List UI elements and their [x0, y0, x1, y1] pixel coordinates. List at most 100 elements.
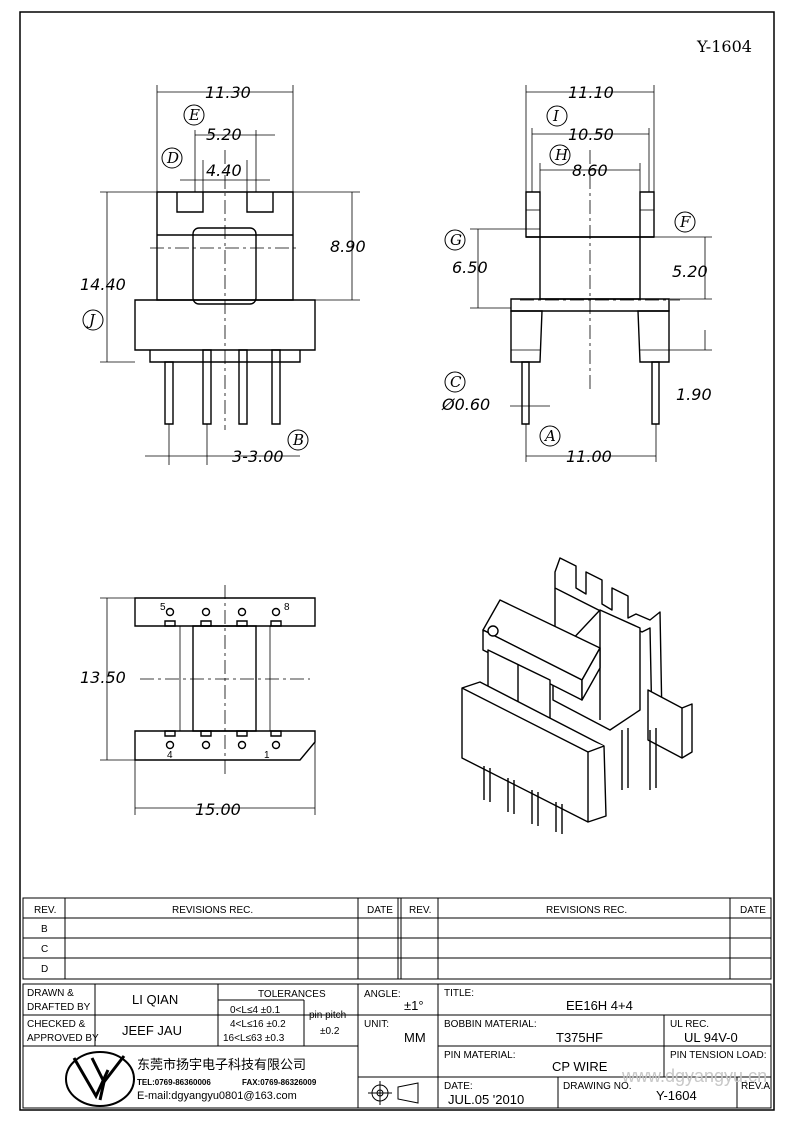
rev-label: REV.A — [741, 1081, 770, 1092]
drawn-by: LI QIAN — [132, 992, 178, 1007]
dim-top: 11.10 — [568, 83, 614, 102]
label-b-circle — [288, 430, 308, 450]
dim-e: 5.20 — [206, 125, 242, 144]
company-info: 东莞市扬宇电子科技有限公司 TEL:0769-86360006 FAX:0769… — [137, 1057, 317, 1102]
title-block — [23, 984, 771, 1108]
pin-label-5: 5 — [160, 602, 166, 613]
checked-label-line1: CHECKED & — [27, 1019, 86, 1030]
dim-d: 4.40 — [206, 161, 242, 180]
side-view — [470, 85, 712, 462]
dim-pitch: 3-3.00 — [232, 447, 284, 466]
pin-pitch-label: pin pitch — [309, 1010, 346, 1021]
label-h-circle — [550, 145, 570, 165]
pin-pitch-tol: ±0.2 — [320, 1026, 340, 1037]
label-e: E — [188, 106, 200, 124]
dim-h: 8.60 — [572, 161, 608, 180]
unit-value: MM — [404, 1030, 426, 1045]
dim-width: 11.30 — [205, 83, 251, 102]
front-view — [100, 85, 360, 465]
rev-row-b: B — [41, 924, 48, 935]
sheet-border — [20, 12, 774, 1110]
pin-material-label: PIN MATERIAL: — [444, 1050, 516, 1061]
label-c-circle — [445, 372, 465, 392]
drawing-no-label: DRAWING NO. — [563, 1081, 632, 1092]
side-view-annotations: 11.10 10.50 8.60 6.50 5.20 1.90 Ø0.60 11… — [441, 83, 712, 466]
company-tel: TEL:0769-86360006 — [137, 1078, 211, 1087]
checked-label-line2: APPROVED BY — [27, 1033, 99, 1044]
company-email: E-mail:dgyangyu0801@163.com — [137, 1090, 297, 1102]
dim-g: 6.50 — [452, 258, 488, 277]
label-f-circle — [675, 212, 695, 232]
dim-bottom-height: 13.50 — [80, 668, 126, 687]
bottom-view-annotations: 13.50 15.00 5 8 4 1 — [80, 602, 290, 819]
rev-row-d: D — [41, 964, 48, 975]
front-pin — [165, 362, 173, 424]
front-core-opening — [193, 228, 256, 304]
title-value: EE16H 4+4 — [566, 998, 633, 1013]
dim-i: 10.50 — [568, 125, 614, 144]
date-header-2: DATE — [740, 905, 766, 916]
pin-tension-label: PIN TENSION LOAD: — [670, 1050, 767, 1061]
label-b: B — [292, 431, 304, 449]
dim-bottom-width: 15.00 — [195, 800, 241, 819]
drawn-label-line1: DRAWN & — [27, 988, 74, 999]
label-c: C — [450, 373, 462, 391]
company-name: 东莞市扬宇电子科技有限公司 — [137, 1057, 306, 1072]
front-pin — [272, 350, 280, 424]
label-g-circle — [445, 230, 465, 250]
front-notch-right — [247, 192, 273, 212]
tol-row-2: 4<L≤16 ±0.2 — [230, 1019, 286, 1030]
angle-value: ±1° — [404, 998, 424, 1013]
dim-total-height: 14.40 — [80, 275, 126, 294]
label-j: J — [86, 311, 96, 329]
dim-bottom: 11.00 — [566, 447, 612, 466]
ul-rec-label: UL REC. — [670, 1019, 709, 1030]
date-label: DATE: — [444, 1081, 473, 1092]
rev-header-2: REV. — [409, 905, 431, 916]
bobbin-value: T375HF — [556, 1030, 603, 1045]
label-a-circle — [540, 426, 560, 446]
watermark: www.dgyangyu.cn — [621, 1066, 767, 1086]
date-header: DATE — [367, 905, 393, 916]
title-label: TITLE: — [444, 988, 474, 999]
label-i-circle — [547, 106, 567, 126]
label-g: G — [450, 231, 462, 249]
front-pin — [203, 350, 211, 424]
revisions-text: REV. REVISIONS REC. DATE REV. REVISIONS … — [34, 905, 766, 975]
tolerances-label: TOLERANCES — [258, 989, 326, 1000]
tol-row-1: 0<L≤4 ±0.1 — [230, 1005, 281, 1016]
date-value: JUL.05 '2010 — [448, 1092, 524, 1107]
drawn-label-line2: DRAFTED BY — [27, 1002, 91, 1013]
tol-row-3: 16<L≤63 ±0.3 — [223, 1033, 285, 1044]
dim-f: 5.20 — [672, 262, 708, 281]
front-notch-left — [177, 192, 203, 212]
front-view-annotations: 11.30 5.20 4.40 8.90 14.40 3-3.00 E D J … — [80, 83, 366, 466]
angle-label: ANGLE: — [364, 989, 401, 1000]
company-logo — [65, 1051, 135, 1107]
pin-material-value: CP WIRE — [552, 1059, 608, 1074]
dim-pin-length: 1.90 — [676, 385, 712, 404]
label-d: D — [166, 149, 179, 167]
drawing-code: Y-1604 — [696, 37, 752, 56]
unit-label: UNIT: — [364, 1019, 389, 1030]
label-f: F — [679, 213, 691, 231]
ul-rec-value: UL 94V-0 — [684, 1030, 738, 1045]
label-h: H — [554, 146, 569, 164]
label-i: I — [552, 107, 560, 125]
label-a: A — [543, 427, 556, 445]
bottom-view — [100, 585, 315, 815]
rev-header: REV. — [34, 905, 56, 916]
rev-row-c: C — [41, 944, 48, 955]
label-d-circle — [162, 148, 182, 168]
dim-upper-height: 8.90 — [330, 237, 366, 256]
isometric-view — [462, 558, 692, 834]
title-block-text: DRAWN & DRAFTED BY LI QIAN CHECKED & APP… — [27, 988, 770, 1107]
bobbin-label: BOBBIN MATERIAL: — [444, 1019, 537, 1030]
revisions-header-2: REVISIONS REC. — [546, 905, 627, 916]
drawing-no-value: Y-1604 — [656, 1088, 697, 1103]
pin-label-4: 4 — [167, 750, 173, 761]
label-e-circle — [184, 105, 204, 125]
revisions-table — [23, 898, 771, 979]
revisions-header: REVISIONS REC. — [172, 905, 253, 916]
